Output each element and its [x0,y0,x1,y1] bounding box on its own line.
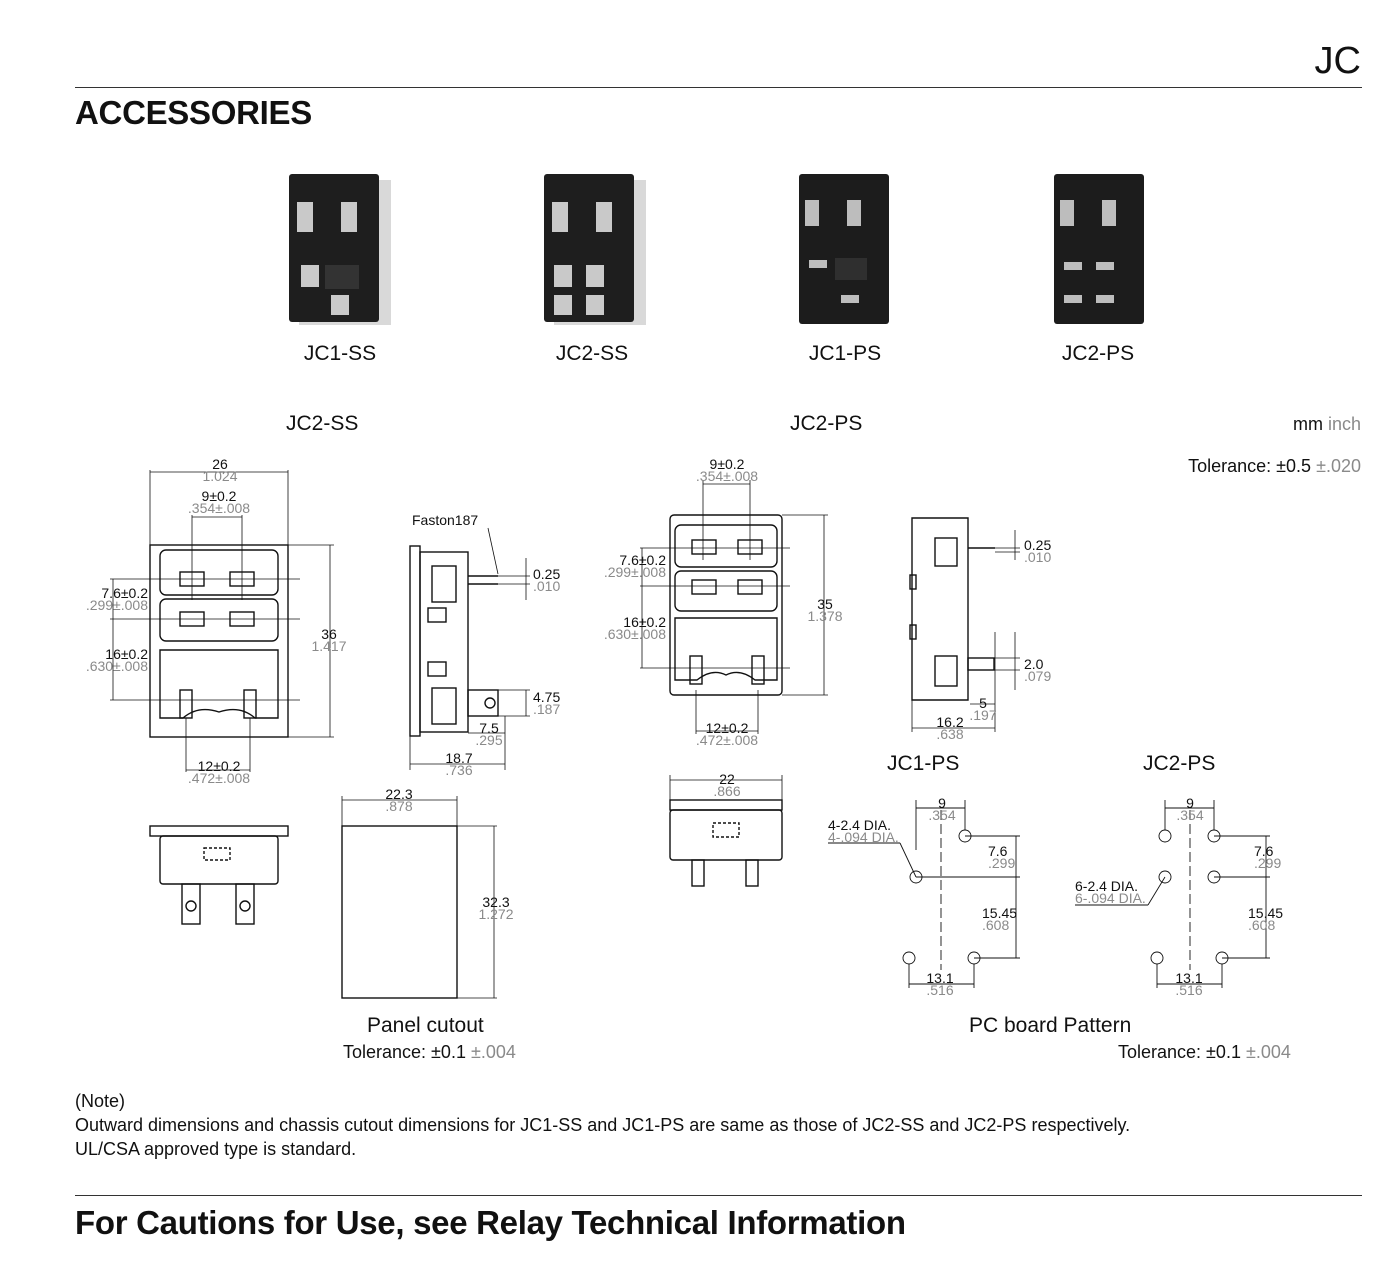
dim-ps-side-20: 2.0.079 [1024,656,1052,684]
dim-pcb2-131: 13.1.516 [1175,970,1203,998]
section-title: ACCESSORIES [75,94,312,131]
note-heading: (Note) [75,1091,126,1111]
diagram-title-jc2-ps: JC2-PS [790,412,863,435]
panel-cutout-tolerance: Tolerance: ±0.1 ±.004 [343,1042,516,1063]
dim-ss-pitch9: 9±0.2.354±.008 [187,488,251,516]
pc-board-tol-inch: ±.004 [1245,1042,1291,1062]
units-legend: mm inch [1293,414,1361,435]
dim-pcb1-131: 13.1.516 [926,970,954,998]
panel-cutout-tol-mm: Tolerance: ±0.1 [343,1042,466,1062]
footer-title: For Cautions for Use, see Relay Technica… [75,1204,906,1241]
dim-ss-16: 16±0.2.630±.008 [85,646,148,674]
tolerance-main: Tolerance: ±0.5 ±.020 [1188,456,1361,477]
dim-pcb1-1545: 15.45.608 [982,905,1018,933]
diagram-title-jc1-ps-pcb: JC1-PS [887,752,960,775]
jc2-ps-side-view [909,517,995,701]
diagram-title-jc2-ss: JC2-SS [286,412,359,435]
jc2-ss-front-view [149,544,289,738]
pcb-pattern-jc2-ps [1075,800,1270,988]
dim-cut-223: 22.3.878 [385,786,413,814]
pc-board-tol-mm: Tolerance: ±0.1 [1118,1042,1241,1062]
dim-ss-76: 7.6±0.2.299±.008 [85,585,148,613]
panel-cutout-label: Panel cutout [367,1014,484,1037]
diagram-title-jc2-ps-pcb: JC2-PS [1143,752,1216,775]
pcb-pattern-jc1-ps [828,800,1020,988]
jc2-ss-photo [544,174,646,325]
jc2-ps-photo [1054,174,1144,324]
technical-drawings [110,470,1270,999]
label-faston187: Faston187 [412,512,479,528]
dim-pcb1-hole: 4-2.4 DIA.4-.094 DIA. [828,817,899,845]
dim-pcb1-76: 7.6.299 [988,843,1016,871]
tolerance-main-inch: ±.020 [1316,456,1361,476]
jc2-ss-side-view [409,545,499,737]
units-mm: mm [1292,414,1323,434]
product-label-jc1-ps: JC1-PS [808,342,882,365]
dim-pcb1-9: 9.354 [928,795,956,823]
panel-cutout-tol-inch: ±.004 [470,1042,516,1062]
dim-ps-12: 12±0.2.472±.008 [695,720,759,748]
tolerance-main-mm: Tolerance: ±0.5 [1188,456,1312,476]
dim-pcb2-hole: 6-2.4 DIA.6-.094 DIA. [1075,878,1146,906]
dim-pcb2-76: 7.6.299 [1254,843,1282,871]
dim-side-025: 0.25.010 [533,566,561,594]
units-inch: inch [1327,414,1361,434]
series-code: JC [1314,40,1361,82]
dim-ps-pitch9: 9±0.2.354±.008 [695,456,759,484]
note-line-1: Outward dimensions and chassis cutout di… [75,1115,1131,1135]
dim-ps-22: 22.866 [713,771,741,799]
dim-side-75: 7.5.295 [475,720,503,748]
dim-ss-12: 12±0.2.472±.008 [187,758,251,786]
dim-ps-side-5: 5.197 [969,695,997,723]
jc1-ps-photo [799,174,889,324]
jc2-ss-bottom-view [149,825,289,925]
product-label-jc1-ss: JC1-SS [303,342,377,365]
dim-ps-side-025: 0.25.010 [1024,537,1052,565]
product-label-jc2-ps: JC2-PS [1061,342,1135,365]
dim-side-187: 18.7.736 [445,750,473,778]
dim-ps-76: 7.6±0.2.299±.008 [603,552,666,580]
dim-ps-16: 16±0.2.630±.008 [603,614,666,642]
note-line-2: UL/CSA approved type is standard. [75,1139,357,1159]
dim-ps-side-162: 16.2.638 [936,714,964,742]
dim-side-475: 4.75.187 [533,689,561,717]
footer-rule [75,1195,1362,1196]
panel-cutout-rect [341,825,458,999]
dim-pcb2-1545: 15.45.608 [1248,905,1284,933]
jc1-ss-photo [289,174,391,325]
header-rule [75,87,1362,88]
product-label-jc2-ss: JC2-SS [555,342,629,365]
pc-board-tolerance: Tolerance: ±0.1 ±.004 [1118,1042,1291,1063]
pc-board-label: PC board Pattern [969,1014,1132,1037]
jc2-ps-bottom-view [669,799,783,887]
dim-pcb2-9: 9.354 [1176,795,1204,823]
